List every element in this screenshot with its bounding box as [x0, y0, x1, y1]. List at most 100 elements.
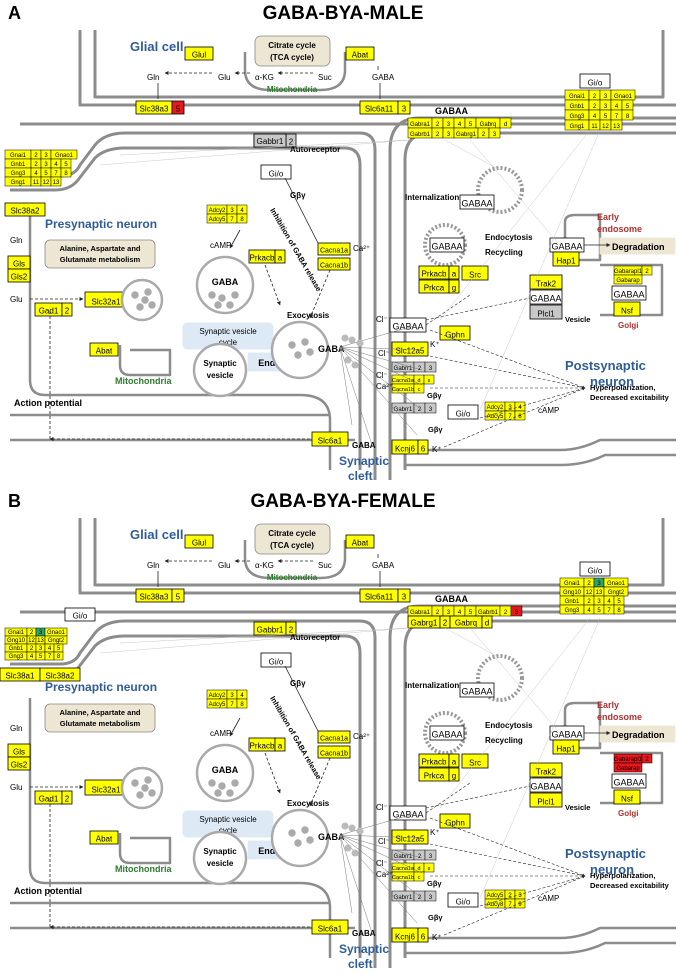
gio-pre-box: [260, 652, 292, 668]
table-cell-label: 8: [57, 654, 61, 660]
gio-post: Gi/o: [456, 898, 471, 907]
table-cell-label: Gngt2: [608, 590, 625, 596]
metabolite-gaba: GABA: [372, 561, 395, 570]
gad1-variant-box: [61, 302, 73, 317]
gphn-box: [439, 325, 471, 341]
svc-label: cycle: [219, 826, 238, 835]
region-label-postsynaptic: Postsynaptic: [565, 358, 646, 373]
table-cell-label: 13: [53, 180, 60, 186]
metabolite-glu: Glu: [218, 73, 230, 82]
hap1-box: [552, 251, 580, 267]
nsf: Nsf: [621, 307, 634, 316]
table-cell-label: 7: [615, 114, 619, 120]
cacna1b-box: [317, 745, 351, 759]
abat-top-box: [345, 46, 375, 61]
region-label-glial: Glial cell: [130, 527, 183, 542]
table-cell-label: 7: [230, 702, 234, 708]
connector: [339, 834, 373, 934]
table-cell: [488, 127, 501, 139]
metabolite-camp: cAMP: [210, 241, 231, 250]
src: Src: [469, 271, 481, 280]
abat-top: Abat: [352, 51, 369, 60]
table-cell: [641, 753, 653, 764]
recycling-label: Recycling: [485, 736, 523, 745]
connector: [99, 139, 411, 166]
metabolite-ca: Ca²⁺: [353, 732, 370, 741]
table-cell-label: Cacna1b: [392, 387, 414, 393]
gio-right: Gi/o: [588, 567, 603, 576]
connector: [339, 834, 353, 914]
slc38a3-variant: 5: [176, 105, 181, 114]
metabolite-gaba: GABA: [352, 929, 376, 938]
region-label-glial: Glial cell: [130, 39, 183, 54]
table-cell-label: 4: [615, 104, 619, 110]
gphn: Gphn: [445, 819, 465, 828]
connector: [479, 387, 586, 419]
exocytosis-vesicle: [270, 320, 330, 380]
table-cell-label: 5: [617, 599, 621, 605]
panel-title: GABA-BYA-FEMALE: [250, 491, 435, 512]
table-cell: [424, 402, 437, 414]
slc38a3: Slc38a3: [140, 593, 169, 602]
citrate-cycle-label: (TCA cycle): [270, 541, 314, 550]
svc-label: cycle: [219, 338, 238, 347]
slc38a2-box: [4, 202, 46, 217]
gabaa-membrane: GABAA: [392, 810, 423, 820]
metabolite-gbg: Gβγ: [427, 391, 442, 400]
table-cell-label: 13: [596, 590, 603, 596]
membrane: [28, 210, 332, 470]
connector: [119, 627, 411, 644]
connector: [479, 875, 586, 907]
table-cell-label: Adcy2: [487, 405, 504, 411]
table-cell-label: 5: [604, 114, 608, 120]
gabaa-endo-box: [429, 237, 465, 253]
gad1: Gad1: [39, 795, 59, 804]
table-cell-label: c: [418, 387, 421, 393]
table-cell-label: s: [428, 378, 431, 384]
panel-title: GABA-BYA-MALE: [263, 3, 424, 24]
prkca-variant-box: [448, 767, 460, 782]
degradation-label: Degradation: [612, 242, 665, 252]
table-cell-label: Gngt2: [48, 638, 65, 644]
table-cell-label: Gnb1: [565, 599, 580, 605]
table-cell-label: 4: [587, 608, 591, 614]
table-cell-label: 2: [587, 599, 591, 605]
connector: [339, 346, 373, 446]
table-cell-label: Cacna1a: [392, 866, 415, 872]
autoreceptor-label: Autoreceptor: [290, 145, 340, 154]
gio-pre: Gi/o: [269, 170, 284, 179]
prkacb-variant: a: [278, 254, 283, 263]
metabolite-gln: Gln: [147, 561, 159, 570]
glul-box: [184, 534, 214, 549]
metabolite-gaba: GABA: [372, 73, 395, 82]
gphn: Gphn: [445, 331, 465, 340]
table-cell-label: s: [428, 866, 431, 872]
gabrq-variant-box: [481, 615, 493, 629]
connector: [119, 139, 411, 156]
sv-label: Synaptic: [203, 847, 237, 856]
metabolite-glu: Glu: [10, 783, 22, 792]
table-cell-label: 2: [418, 895, 422, 901]
table-cell-label: Adcy8: [487, 902, 504, 908]
table-cell-label: 8: [64, 171, 68, 177]
table-cell: [613, 604, 625, 615]
gabaa-endo: GABAA: [431, 730, 462, 740]
sv-label: Synaptic: [203, 359, 237, 368]
degradation-box: [599, 237, 676, 255]
membrane: [405, 438, 676, 452]
vesicle: [131, 291, 139, 299]
table-cell-label: Gabrq: [480, 122, 497, 128]
table-cell-label: Gnai1: [569, 94, 586, 100]
table-cell-label: 2: [34, 162, 38, 168]
metabolite-ca: Ca²⁺: [376, 870, 393, 879]
gabaa-int-box: [459, 194, 495, 210]
table-cell-label: Gnao1: [614, 94, 633, 100]
table-cell-label: Gabrb1: [410, 132, 431, 138]
prkacb-post-variant-box: [448, 753, 460, 768]
table-cell-label: 4: [458, 122, 462, 128]
table-cell-label: Gng3: [9, 654, 24, 660]
nsf: Nsf: [621, 795, 634, 804]
trak2-box: [529, 762, 563, 778]
table-cell: [424, 361, 437, 373]
